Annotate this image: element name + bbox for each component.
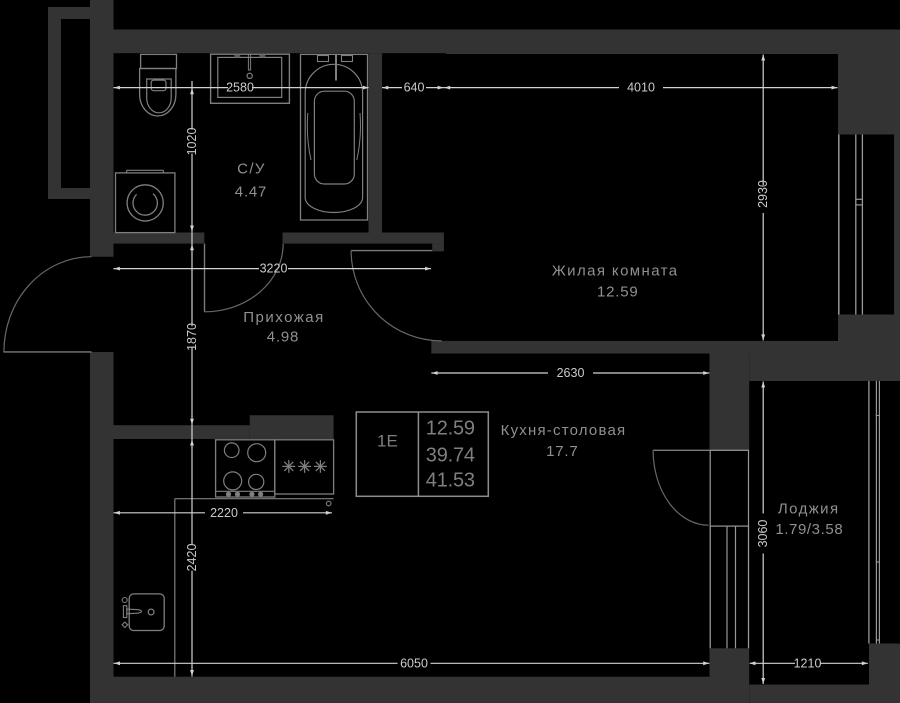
svg-text:12.59: 12.59 (597, 284, 639, 301)
svg-text:39.74: 39.74 (426, 444, 475, 466)
svg-text:Прихожая: Прихожая (243, 309, 325, 326)
svg-text:41.53: 41.53 (426, 469, 475, 491)
svg-text:Лоджия: Лоджия (778, 501, 840, 518)
svg-text:4.98: 4.98 (267, 329, 299, 346)
svg-text:1870: 1870 (185, 323, 199, 351)
svg-text:1.79/3.58: 1.79/3.58 (775, 521, 843, 538)
svg-text:4.47: 4.47 (235, 184, 267, 201)
svg-text:17.7: 17.7 (546, 443, 578, 460)
svg-text:3060: 3060 (756, 520, 770, 548)
svg-text:2630: 2630 (557, 366, 585, 380)
svg-text:4010: 4010 (627, 81, 655, 95)
svg-text:С/У: С/У (237, 161, 266, 178)
svg-text:3220: 3220 (260, 262, 288, 276)
svg-text:6050: 6050 (400, 656, 428, 670)
svg-text:2420: 2420 (185, 544, 199, 572)
svg-text:Кухня-столовая: Кухня-столовая (501, 422, 627, 439)
svg-text:640: 640 (404, 81, 425, 95)
svg-text:2580: 2580 (226, 81, 254, 95)
svg-text:2930: 2930 (756, 180, 770, 208)
svg-text:2220: 2220 (210, 506, 238, 520)
svg-text:1Е: 1Е (377, 431, 398, 450)
svg-text:12.59: 12.59 (426, 417, 475, 439)
svg-text:1210: 1210 (794, 656, 822, 670)
svg-text:Жилая комната: Жилая комната (552, 262, 679, 279)
svg-text:1020: 1020 (185, 128, 199, 156)
